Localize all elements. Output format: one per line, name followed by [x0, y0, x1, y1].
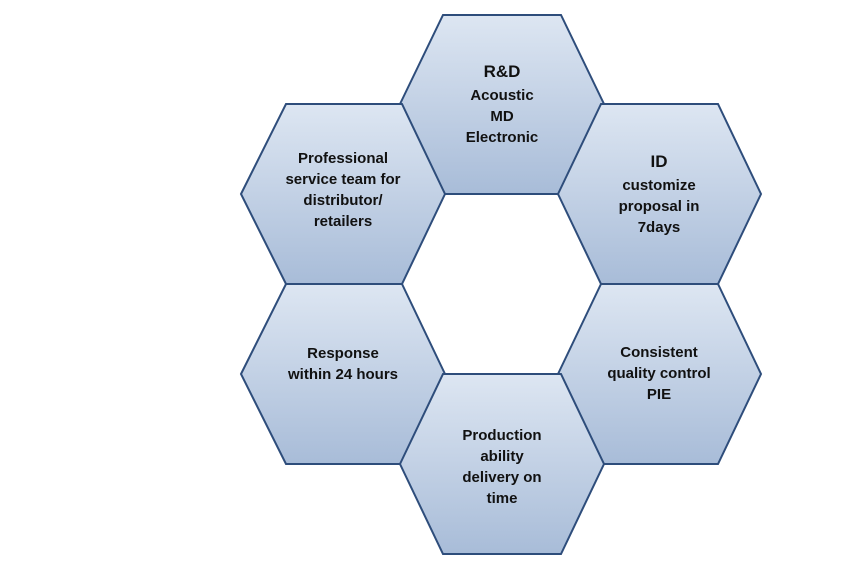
hexagon-production — [398, 373, 606, 555]
hexagon-quality-label: Consistent quality control PIE — [584, 333, 734, 413]
production-line: time — [486, 490, 518, 507]
service-line: service team for — [285, 171, 401, 188]
production-line: Production — [462, 427, 542, 444]
hexagon-response-label: Response within 24 hours — [268, 334, 418, 394]
response-line: within 24 hours — [287, 366, 398, 383]
quality-line: Consistent — [620, 343, 698, 361]
id-heading: ID — [650, 152, 668, 171]
id-line: proposal in — [618, 198, 700, 215]
service-line: Professional — [297, 150, 389, 167]
rnd-line: Electronic — [465, 129, 539, 146]
service-line: retailers — [313, 213, 373, 230]
quality-line: quality control — [607, 364, 711, 382]
hexagon-service-label: Professional service team for distributo… — [268, 140, 418, 240]
id-line: customize — [622, 177, 696, 194]
rnd-line: MD — [490, 108, 514, 125]
id-line: 7days — [637, 219, 681, 236]
production-line: delivery on — [462, 469, 542, 486]
rnd-line: Acoustic — [470, 87, 534, 104]
rnd-heading: R&D — [483, 62, 521, 81]
hexagon-production-label: Production ability delivery on time — [430, 422, 574, 512]
production-line: ability — [480, 448, 524, 465]
hexagon-rnd-label: R&D Acoustic MD Electronic — [430, 54, 574, 154]
quality-line: PIE — [646, 385, 672, 403]
response-line: Response — [307, 345, 379, 362]
hexagon-id-label: ID customize proposal in 7days — [587, 144, 731, 244]
service-line: distributor/ — [303, 192, 383, 209]
